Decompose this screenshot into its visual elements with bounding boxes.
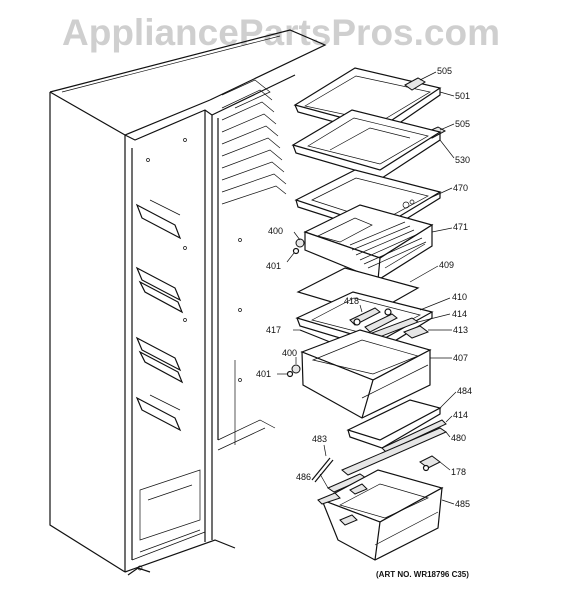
part-505-bracket-upper (404, 77, 426, 91)
callout-505-upper: 505 (437, 66, 452, 76)
part-178-slide (419, 455, 441, 472)
callout-501: 501 (455, 91, 470, 101)
callout-407: 407 (453, 353, 468, 363)
callout-labels: 505 501 505 530 470 400 471 401 409 418 … (256, 66, 472, 509)
callout-417: 417 (266, 325, 281, 335)
refrigerator-cabinet (49, 29, 327, 576)
art-number: (ART NO. WR18796 C35) (376, 570, 469, 579)
screw-holes (146, 138, 242, 382)
callout-485: 485 (455, 499, 470, 509)
callout-414-upper: 414 (452, 309, 467, 319)
callout-530: 530 (455, 155, 470, 165)
callout-470: 470 (453, 183, 468, 193)
callout-409: 409 (439, 260, 454, 270)
callout-178: 178 (451, 467, 466, 477)
part-400-401-roller-upper (292, 238, 305, 255)
part-400-401-roller-lower (286, 364, 301, 378)
callout-401-lower: 401 (256, 369, 271, 379)
callout-505-lower: 505 (455, 119, 470, 129)
callout-401-upper: 401 (266, 261, 281, 271)
callout-480: 480 (451, 433, 466, 443)
part-530-shelf (291, 109, 442, 179)
part-418-slides (349, 307, 398, 333)
callout-400-upper: 400 (268, 226, 283, 236)
part-480-rail (341, 427, 448, 476)
part-407-meat-pan (300, 329, 432, 419)
callout-410: 410 (452, 292, 467, 302)
part-483-rod (311, 457, 334, 483)
part-414-rail-lower (381, 419, 447, 453)
part-471-snack-pan (303, 204, 434, 281)
callout-483: 483 (312, 434, 327, 444)
leader-lines (277, 71, 457, 505)
part-485-vegetable-pan (317, 469, 444, 561)
callout-400-lower: 400 (282, 348, 297, 358)
door-shelves (135, 199, 184, 432)
callout-414-lower: 414 (453, 410, 468, 420)
callout-486: 486 (296, 472, 311, 482)
callout-413: 413 (453, 325, 468, 335)
part-413-bracket (402, 325, 430, 339)
shelf-ribs (221, 79, 287, 205)
callout-471: 471 (453, 222, 468, 232)
callout-484: 484 (457, 386, 472, 396)
callout-418: 418 (344, 296, 359, 306)
